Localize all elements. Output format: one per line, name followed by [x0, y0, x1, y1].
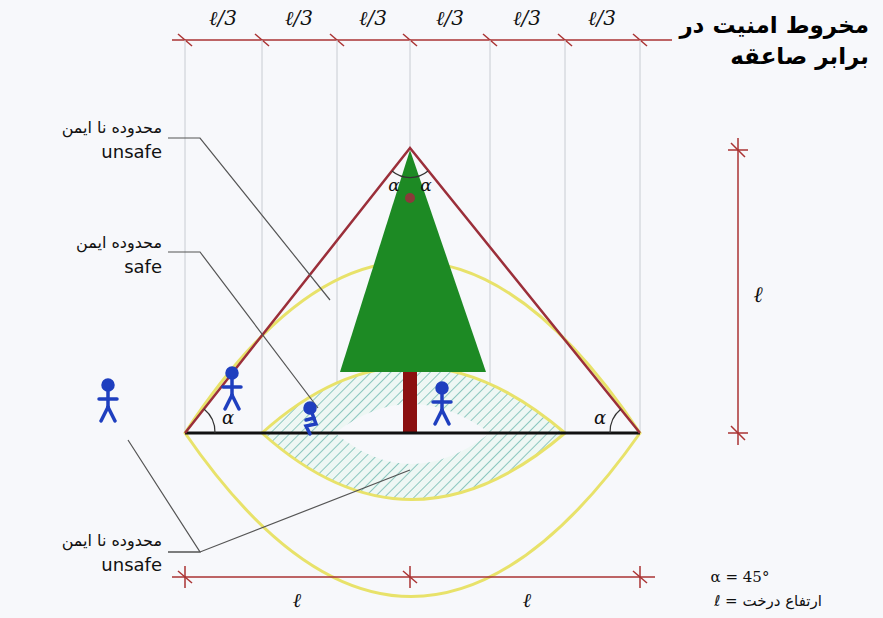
dimension-label: ℓ/3	[588, 7, 616, 30]
zone-label: محدوده ایمن	[76, 234, 162, 252]
person-figure	[99, 368, 451, 434]
dimension-label: ℓ	[293, 589, 301, 612]
grid-line	[185, 40, 640, 433]
angle-label: α	[594, 408, 606, 429]
zone-label: safe	[124, 257, 162, 278]
note: ارتفاع درخت = ℓ	[714, 593, 822, 610]
note: α = 45°	[711, 569, 770, 586]
angle-arc	[204, 171, 621, 433]
dimension-label: ℓ	[753, 282, 762, 307]
safety-cone	[185, 148, 640, 433]
apex-dot	[405, 193, 415, 203]
dimension-line	[172, 34, 672, 46]
angle-label: α	[222, 408, 234, 429]
leader-line	[128, 138, 410, 552]
dimension-label: ℓ/3	[513, 7, 541, 30]
title: مخروط امنیت در برابر صاعقه	[679, 10, 869, 72]
dimension-label: ℓ	[523, 589, 531, 612]
angle-label: α	[388, 176, 399, 196]
dimension-label: ℓ/3	[359, 7, 387, 30]
dimension-label: ℓ/3	[436, 7, 464, 30]
dimension-line	[172, 566, 655, 588]
tree-crown	[340, 150, 486, 372]
zone-label: محدوده نا ایمن	[62, 532, 162, 550]
ground-line	[185, 432, 640, 435]
tree-trunk	[403, 370, 417, 433]
angle-label: α	[420, 176, 431, 196]
zone-label: محدوده نا ایمن	[62, 119, 162, 137]
zone-label: unsafe	[101, 555, 162, 576]
dimension-label: ℓ/3	[209, 7, 237, 30]
dimension-label: ℓ/3	[285, 7, 313, 30]
zone-label: unsafe	[101, 142, 162, 163]
dimension-line	[728, 138, 748, 445]
